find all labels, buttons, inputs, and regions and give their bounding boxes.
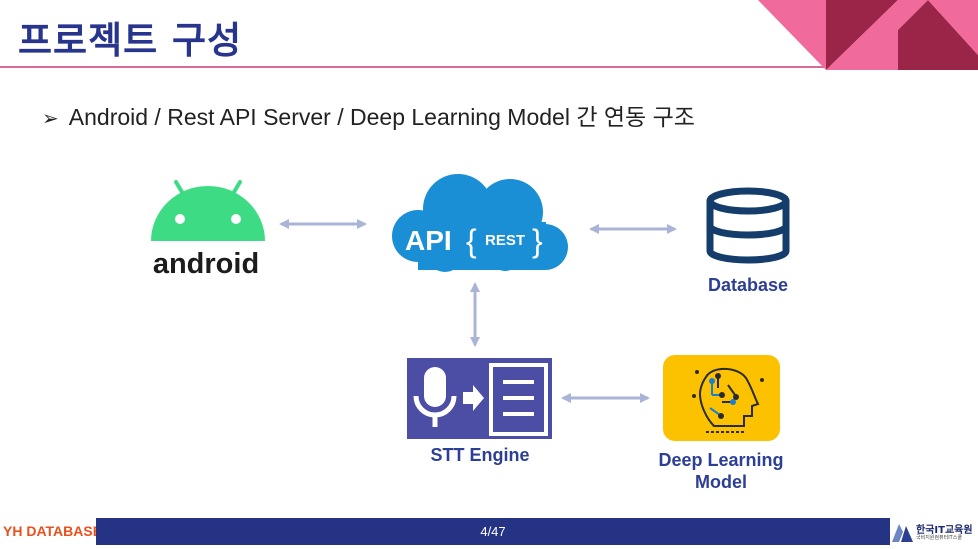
- footer-org-logo: [890, 518, 978, 545]
- android-wordmark: android: [153, 248, 259, 280]
- ai-head-icon: [692, 367, 764, 433]
- slide-title: 프로젝트 구성: [18, 19, 243, 62]
- footer-logo: YH DATABASE: [0, 518, 102, 545]
- org-name: 한국IT교육원: [916, 525, 973, 536]
- org-subtitle: 국비지원컴퓨터IT스쿨: [916, 535, 962, 541]
- deep-learning-caption: Deep Learning Model: [641, 449, 801, 493]
- brace-close: }: [532, 223, 543, 259]
- deep-learning-caption-line2: Model: [695, 472, 747, 492]
- org-emblem-icon: [892, 524, 913, 542]
- deep-learning-caption-line1: Deep Learning: [658, 450, 784, 470]
- api-label: API: [405, 225, 452, 256]
- api-rest-server: API { REST }: [392, 174, 568, 272]
- rest-label: REST: [485, 232, 525, 249]
- bullet-text: Android / Rest API Server / Deep Learnin…: [68, 104, 695, 130]
- deep-learning-icon: [663, 355, 780, 441]
- brace-open: {: [466, 223, 477, 259]
- title-divider: [0, 66, 978, 68]
- bullet-arrow-icon: ➢: [42, 108, 59, 130]
- stt-engine-icon: [407, 358, 552, 439]
- document-icon: [489, 363, 548, 436]
- microphone-icon: [413, 367, 457, 427]
- page-number: 4/47: [480, 524, 506, 539]
- android-logo: android: [151, 180, 265, 280]
- cloud-icon: [392, 174, 568, 272]
- corner-decoration: [758, 0, 978, 70]
- bullet-item: ➢ Android / Rest API Server / Deep Learni…: [42, 98, 695, 132]
- android-robot-icon: [151, 180, 265, 241]
- footer-bar: [96, 518, 890, 545]
- right-arrow-icon: [463, 385, 484, 411]
- stt-engine-caption: STT Engine: [430, 445, 530, 465]
- database-caption: Database: [707, 275, 789, 295]
- database-icon: [706, 187, 790, 264]
